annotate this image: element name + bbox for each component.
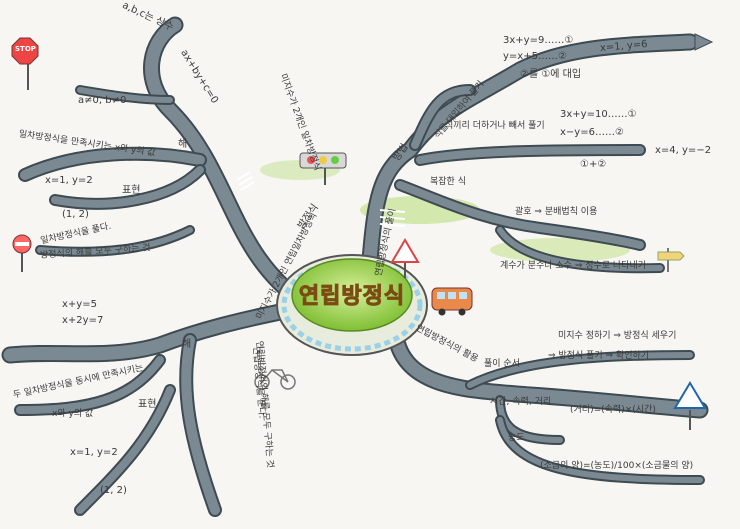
substitution-eq-2: y=x+5……② <box>503 51 567 62</box>
complex-label: 복잡한 식 <box>430 177 466 187</box>
grass-patch <box>490 238 630 262</box>
elimination-method: 식끼리 더하거나 빼서 풀기 <box>445 121 545 131</box>
hub-ring <box>281 258 423 352</box>
solution-tag: 해 <box>178 139 188 150</box>
hub-lawn <box>291 258 413 332</box>
system-solution-definition-2: x와 y의 값 <box>52 409 94 419</box>
crosswalk <box>379 209 406 227</box>
complex-item-2: 계수가 분수나 소수 ⇒ 정수로 나타내기 <box>500 261 647 271</box>
elimination-step: ①+② <box>580 159 607 170</box>
speed-label: 시간, 속력, 거리 <box>490 397 552 407</box>
complex-item-1: 괄호 ⇒ 분배법칙 이용 <box>515 207 598 217</box>
no-entry-sign-icon <box>12 234 32 272</box>
elimination-eq-2: x−y=6……② <box>560 127 624 138</box>
solution-value: x=1, y=2 <box>45 175 93 186</box>
system-notation-tag: 표현 <box>138 399 157 410</box>
system-solution-value: x=1, y=2 <box>70 447 118 458</box>
road-network <box>1 16 709 517</box>
system-eq-2: x+2y=7 <box>62 315 104 326</box>
warning-sign-icon <box>390 238 420 278</box>
arrow-icon <box>694 33 714 51</box>
traffic-light-icon <box>299 152 347 185</box>
pedestrian-sign-icon <box>673 381 707 430</box>
hub-title: 연립방정식 <box>298 284 406 310</box>
substitution-eq-1: 3x+y=9……① <box>503 35 574 46</box>
concentration-formula: (소금의 양)=(농도)/100×(소금물의 양) <box>540 461 694 471</box>
concentration-label: 농도 <box>508 433 525 443</box>
stop-sign-icon <box>11 37 39 90</box>
system-eq-1: x+y=5 <box>62 299 97 310</box>
procedure-label: 풀이 순서 <box>484 359 520 369</box>
speed-formula: (거리)=(속력)×(시간) <box>570 405 656 415</box>
procedure-step-1: 미지수 정하기 ⇒ 방정식 세우기 <box>558 331 677 341</box>
elimination-eq-1: 3x+y=10……① <box>560 109 637 120</box>
solution-pair: (1, 2) <box>62 209 89 220</box>
notation-tag: 표현 <box>122 185 141 196</box>
signpost-icon <box>657 248 685 272</box>
crosswalk <box>236 171 255 191</box>
procedure-step-2: ⇒ 방정식 풀기 ⇒ 확인하기 <box>548 351 650 361</box>
bicycle-icon <box>254 368 296 390</box>
system-solution-pair: (1, 2) <box>100 485 127 496</box>
system-solution-tag: 해 <box>182 339 192 350</box>
bus-icon <box>431 287 473 316</box>
substitution-step: ②를 ①에 대입 <box>520 69 582 80</box>
elimination-result: x=4, y=−2 <box>655 145 712 156</box>
stop-sign-text: STOP <box>15 45 36 53</box>
nonzero-condition: a≠0, b≠0 <box>78 95 127 106</box>
